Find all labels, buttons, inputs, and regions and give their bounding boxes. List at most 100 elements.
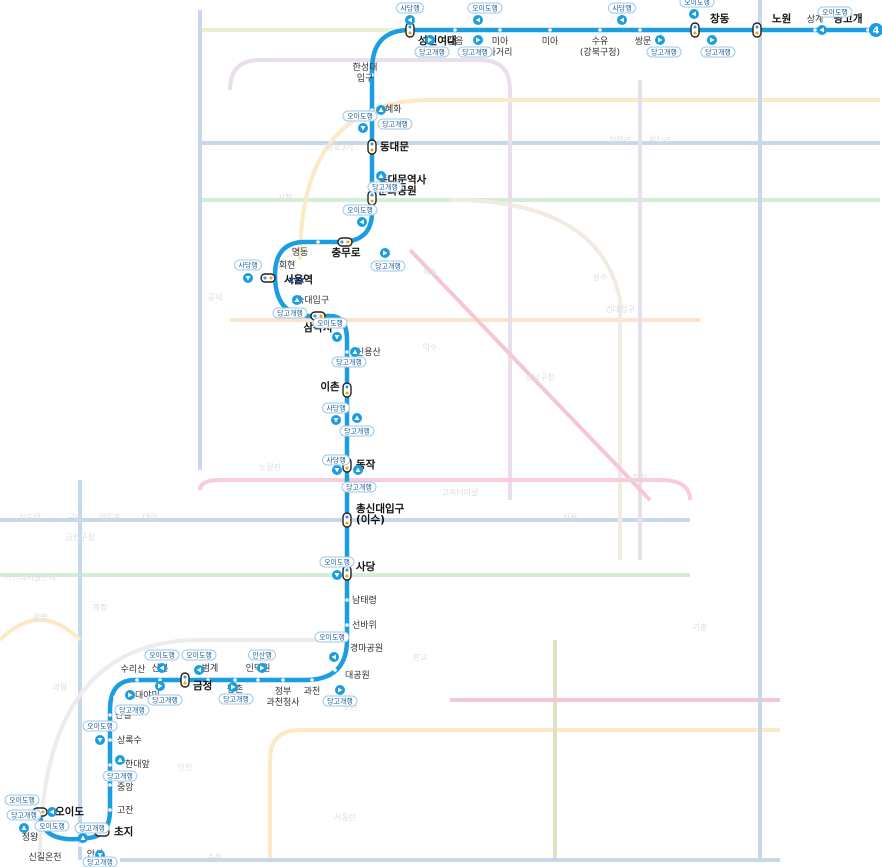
station[interactable]: 한대앞 xyxy=(108,758,150,770)
direction-arrow-icon xyxy=(359,219,364,225)
train-marker[interactable]: 당고개행 xyxy=(102,755,138,782)
station-label: 정왕 xyxy=(22,832,39,843)
train-marker[interactable]: 안산행 xyxy=(248,649,276,673)
train-marker[interactable]: 오이도행 xyxy=(467,2,503,25)
station[interactable]: 경마공원 xyxy=(338,642,383,654)
station[interactable]: 범계 xyxy=(202,662,219,682)
station[interactable]: 수유(강북구청) xyxy=(580,28,620,58)
train-destination: 오이도행 xyxy=(684,0,710,7)
train-marker[interactable]: 당고개행 xyxy=(74,822,110,843)
train-marker[interactable]: 당고개행 xyxy=(147,681,183,706)
direction-arrow-icon xyxy=(378,173,384,178)
station[interactable]: 노원 xyxy=(752,12,791,38)
train-marker[interactable]: 당고개행 xyxy=(339,413,375,437)
train-marker[interactable]: 당고개행 xyxy=(370,248,406,272)
station[interactable]: 충무로 xyxy=(332,237,361,259)
train-destination: 당고개행 xyxy=(375,262,401,271)
station-label: 길음 xyxy=(447,36,464,47)
train-marker[interactable]: 오이도행 xyxy=(181,649,217,675)
train-marker[interactable]: 당고개행 xyxy=(646,35,682,58)
station[interactable]: 안산 xyxy=(78,843,103,860)
direction-arrow-icon xyxy=(619,17,624,23)
train-marker[interactable]: 오이도행 xyxy=(34,807,70,832)
station[interactable]: 중앙 xyxy=(108,781,134,793)
train-destination: 당고개행 xyxy=(705,48,731,57)
station[interactable]: 과천 xyxy=(304,678,321,697)
station-dot xyxy=(158,678,162,682)
train-destination: 당고개행 xyxy=(223,695,249,704)
direction-arrow-icon xyxy=(159,665,164,671)
train-destination: 당고개행 xyxy=(87,858,113,867)
train-marker[interactable]: 당고개행 xyxy=(457,35,493,58)
train-marker[interactable]: 오이도행 xyxy=(314,631,350,662)
train-marker[interactable]: 오이도행 xyxy=(319,556,355,580)
station[interactable]: 쌍문 xyxy=(635,28,652,47)
station-dot xyxy=(333,668,337,672)
train-marker[interactable]: 당고개행 xyxy=(367,171,403,193)
train-marker[interactable]: 오이도행 xyxy=(82,720,118,745)
train-marker[interactable]: 오이도행 xyxy=(144,649,180,673)
train-marker[interactable]: 사당행 xyxy=(396,2,424,25)
background-station-label: 인천 xyxy=(178,762,193,772)
station[interactable]: 서울역 xyxy=(260,273,313,286)
train-marker[interactable]: 당고개행 xyxy=(114,690,150,716)
train-marker[interactable]: 당고개행 xyxy=(322,685,358,707)
train-marker[interactable]: 사당행 xyxy=(322,402,350,425)
station[interactable]: 동대문 xyxy=(367,139,409,155)
station[interactable]: 남태령 xyxy=(345,594,377,606)
train-marker[interactable]: 사당행 xyxy=(608,2,636,25)
train-marker[interactable]: 당고개행 xyxy=(331,347,367,368)
train-marker[interactable]: 당고개행 xyxy=(6,809,42,833)
direction-arrow-icon xyxy=(658,37,663,43)
station[interactable]: 대공원 xyxy=(333,668,370,681)
interchange-marker xyxy=(180,672,190,688)
station[interactable]: 명동 xyxy=(292,240,320,258)
direction-arrow-icon xyxy=(334,468,340,473)
line-number-badge[interactable]: 4 xyxy=(869,23,882,37)
station[interactable]: 총신대입구(이수) xyxy=(342,502,405,528)
station-label: 이촌 xyxy=(320,380,340,393)
interchange-marker xyxy=(690,22,700,38)
train-marker[interactable]: 사당행 xyxy=(234,259,262,283)
station[interactable]: 신길온천 xyxy=(28,846,62,863)
train-marker[interactable]: 사당행 xyxy=(322,454,350,475)
train-marker[interactable]: 당고개행 xyxy=(272,295,308,319)
train-marker[interactable]: 당고개행 xyxy=(376,105,413,130)
station[interactable]: 숙대입구 xyxy=(283,294,329,306)
station[interactable]: 상록수 xyxy=(108,735,142,746)
train-marker[interactable]: 오이도행 xyxy=(817,6,853,35)
station[interactable]: 길음 xyxy=(447,28,464,47)
station[interactable]: 금정 xyxy=(180,672,212,692)
station[interactable]: 상계 xyxy=(807,13,824,32)
train-marker[interactable]: 오이도행 xyxy=(679,0,715,19)
interchange-marker xyxy=(342,382,352,398)
train-marker[interactable]: 당고개행 xyxy=(82,850,118,867)
station[interactable]: 창동 xyxy=(690,12,730,38)
direction-arrow-icon xyxy=(158,683,163,689)
station[interactable]: 신용산 xyxy=(345,347,381,358)
train-marker[interactable]: 오이도행 xyxy=(312,317,348,342)
station[interactable]: 이촌 xyxy=(320,380,352,398)
station[interactable]: 고잔 xyxy=(108,805,134,816)
background-station-label: 영등포 xyxy=(99,512,121,522)
interchange-marker xyxy=(342,565,352,581)
train-marker[interactable]: 오이도행 xyxy=(342,110,378,133)
train-destination: 당고개행 xyxy=(651,48,677,57)
station[interactable]: 미아 xyxy=(542,28,559,47)
station[interactable]: 선바위 xyxy=(345,620,377,631)
train-marker[interactable]: 당고개행 xyxy=(414,35,450,58)
train-marker[interactable]: 당고개행 xyxy=(700,35,736,58)
station[interactable]: 수리산 xyxy=(121,664,146,682)
train-destination: 오이도행 xyxy=(347,112,373,121)
background-station-label: 금천구청 xyxy=(65,532,94,542)
station[interactable]: 대야미 xyxy=(113,690,160,701)
train-marker[interactable]: 당고개행 xyxy=(341,465,377,493)
station[interactable]: 회현 xyxy=(279,253,296,271)
train-marker[interactable]: 오이도행 xyxy=(342,204,378,227)
train-marker[interactable]: 당고개행 xyxy=(218,682,254,705)
station-label: 상계 xyxy=(807,13,824,25)
